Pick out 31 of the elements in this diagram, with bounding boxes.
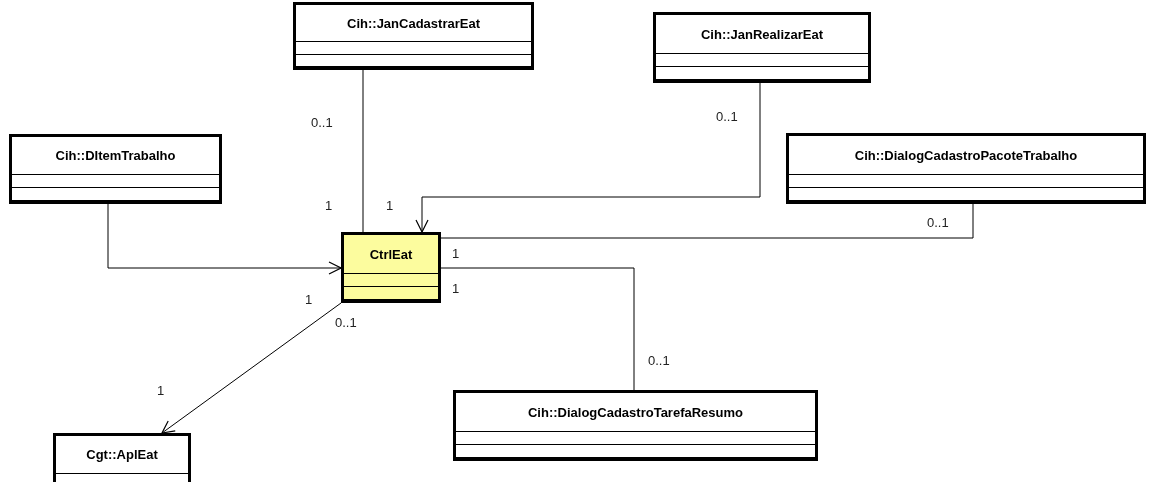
class-name: Cih::DialogCadastroPacoteTrabalho — [789, 136, 1143, 175]
class-box — [341, 232, 441, 303]
class-name: CtrlEat — [344, 235, 438, 274]
class-name: Cih::JanCadastrarEat — [296, 5, 531, 43]
class-box — [9, 134, 222, 204]
class-box — [293, 2, 534, 70]
class-box — [653, 12, 871, 83]
multiplicity-label: 0..1 — [311, 115, 333, 130]
class-box — [53, 433, 191, 482]
class-box — [453, 390, 818, 461]
class-name: Cih::DItemTrabalho — [12, 137, 219, 176]
multiplicity-label: 0..1 — [335, 315, 357, 330]
association-line — [440, 267, 635, 391]
multiplicity-label: 1 — [452, 281, 460, 296]
class-name: Cih::DialogCadastroTarefaResumo — [456, 393, 815, 432]
multiplicity-label: 1 — [452, 246, 460, 261]
multiplicity-label: 1 — [325, 198, 333, 213]
association-arrow — [107, 203, 342, 275]
multiplicity-label: 1 — [157, 383, 165, 398]
multiplicity-label: 0..1 — [716, 109, 738, 124]
multiplicity-label: 0..1 — [927, 215, 949, 230]
multiplicity-label: 1 — [305, 292, 313, 307]
class-box — [786, 133, 1146, 204]
association-arrow — [415, 82, 761, 233]
class-name: Cih::JanRealizarEat — [656, 15, 868, 54]
multiplicity-label: 1 — [386, 198, 394, 213]
class-name: Cgt::AplEat — [56, 436, 188, 475]
association-arrow — [161, 302, 342, 434]
association-line — [362, 69, 364, 233]
multiplicity-label: 0..1 — [648, 353, 670, 368]
association-line — [440, 203, 974, 239]
